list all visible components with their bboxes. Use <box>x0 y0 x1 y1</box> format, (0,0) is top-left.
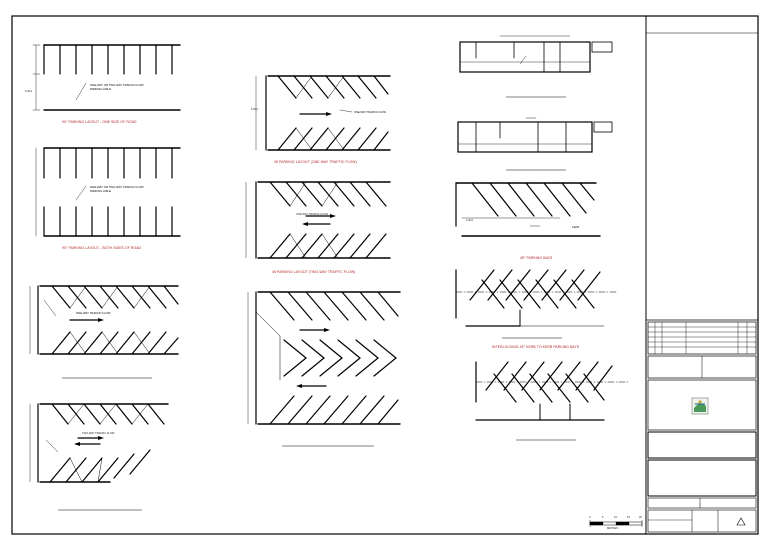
annotation-kerb: KERB <box>572 226 580 229</box>
caption-perp-both-sides: 90° PARKING LAYOUT - BOTH SIDES OF ROAD <box>62 246 142 250</box>
plan-interlocking-bays <box>475 361 631 421</box>
scale-tick-0: 0 <box>589 516 591 519</box>
plan-chevron-large <box>247 291 401 425</box>
svg-text:ONE-WAY TRAFFIC FLOW: ONE-WAY TRAFFIC FLOW <box>76 311 111 315</box>
plan-angled-both-sides-a <box>29 285 179 355</box>
plan-45-parking-bays <box>455 182 601 237</box>
plan-chevron-one-way <box>255 75 391 151</box>
scale-tick-5: 5 <box>602 516 604 519</box>
annotation-traffic-one-way: ONE-WAY TRAFFIC FLOW <box>296 213 328 216</box>
caption-perp-one-side: 90° PARKING LAYOUT - ONE SIDE OF ROAD <box>62 120 137 124</box>
caption-angled-one-way: 45 PARKING LAYOUT (ONE-WAY TRAFFIC FLOW) <box>274 160 357 164</box>
scale-bar <box>589 520 643 527</box>
svg-text:PARKING AISLE: PARKING AISLE <box>90 87 111 91</box>
svg-text:ONE-WAY OR TWO-WAY TRAFFIC FLO: ONE-WAY OR TWO-WAY TRAFFIC FLOW <box>90 83 144 87</box>
plan-chevron-two-way <box>245 181 391 259</box>
title-block <box>646 32 758 533</box>
plan-garage-bays-a <box>459 35 613 73</box>
plan-garage-bays-b <box>457 117 613 153</box>
annotation-traffic-two-way: TWO-WAY TRAFFIC FLOW <box>82 432 115 435</box>
svg-text:PARKING AISLE: PARKING AISLE <box>90 189 111 193</box>
scale-unit: METRES <box>607 527 618 530</box>
caption-angled-two-way: 45 PARKING LAYOUT (TWO-WAY TRAFFIC FLOW) <box>272 270 356 274</box>
annotation-width: 2.40m <box>466 219 474 222</box>
scale-tick-20: 20 <box>639 516 642 519</box>
plan-perpendicular-both-sides <box>35 147 181 237</box>
company-logo <box>691 397 709 415</box>
plan-45-bays-double <box>455 269 617 327</box>
svg-text:ONE-WAY TRAFFIC FLOW: ONE-WAY TRAFFIC FLOW <box>354 110 386 114</box>
annotation-bay: 5.00m <box>251 108 259 111</box>
scale-tick-10: 10 <box>614 516 617 519</box>
scale-tick-15: 15 <box>627 516 630 519</box>
sheet-border <box>11 15 759 535</box>
plan-perpendicular-one-side <box>32 44 181 111</box>
annotation-aisle: 6.00m <box>25 90 33 93</box>
caption-45-bays: 45° PARKING BAYS <box>520 256 553 260</box>
svg-text:ONE-WAY OR TWO-WAY TRAFFIC FLO: ONE-WAY OR TWO-WAY TRAFFIC FLOW <box>90 185 144 189</box>
plan-angled-both-sides-b <box>29 403 169 483</box>
caption-interlocking: INTERLOCKING 45° KERB TO KERB PARKING BA… <box>492 345 580 349</box>
